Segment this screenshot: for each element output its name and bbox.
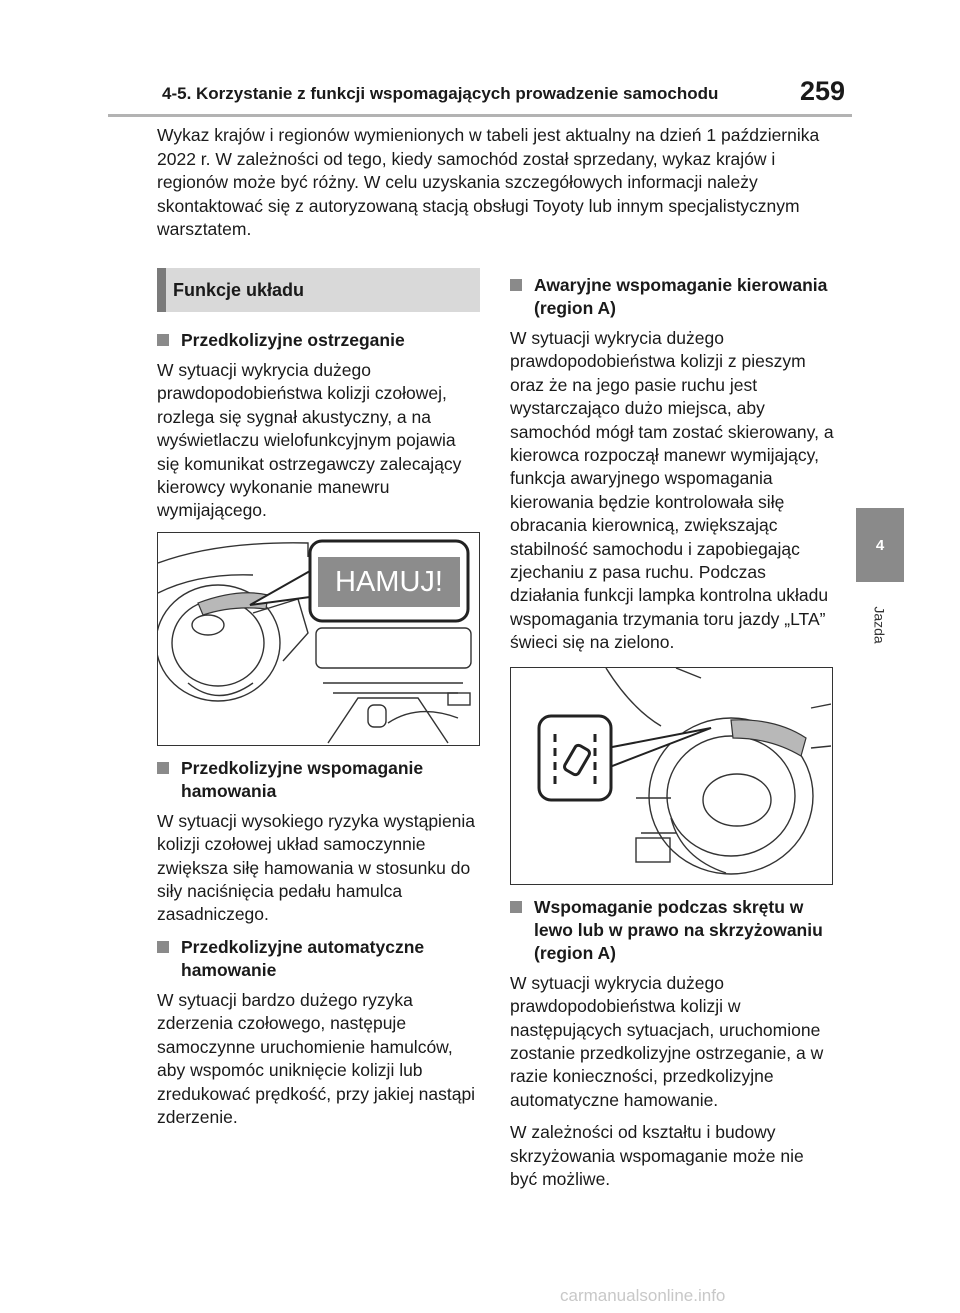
- bullet-square-icon: [510, 279, 522, 291]
- illustration-lta-indicator: [510, 666, 833, 885]
- subsection-heading-intersection-assist: Wspomaganie podczas skrętu w lewo lub w …: [510, 896, 835, 965]
- intro-paragraph: Wykaz krajów i regionów wymienionych w t…: [157, 125, 820, 239]
- page-number: 259: [800, 76, 846, 106]
- chapter-tab-number: 4: [875, 536, 885, 554]
- bullet-square-icon: [157, 940, 169, 953]
- subsection-heading-precollision-warning: Przedkolizyjne ostrzeganie: [157, 329, 480, 352]
- left-column: Funkcje układu Przedkolizyjne ostrzegani…: [157, 268, 480, 1138]
- paragraph-automatic-braking: W sytuacji bardzo dużego ryzyka zderzeni…: [157, 989, 476, 1127]
- header-divider: [108, 114, 852, 117]
- subsection-heading-text: Awaryjne wspomaganie kierowania (region …: [534, 275, 828, 318]
- paragraph-precollision-warning: W sytuacji wykrycia dużego prawdopodobie…: [157, 360, 462, 521]
- right-column: Awaryjne wspomaganie kierowania (region …: [510, 274, 835, 1200]
- paragraph-intersection-note: W zależności od kształtu i budowy skrzyż…: [510, 1122, 804, 1189]
- illustration-warning-display: HAMUJ!: [157, 531, 480, 746]
- lane-tracing-assist-icon: [553, 733, 597, 786]
- bullet-square-icon: [510, 900, 522, 913]
- subsection-heading-emergency-steering: Awaryjne wspomaganie kierowania (region …: [510, 274, 835, 320]
- subsection-heading-text: Przedkolizyjne wspomaganie hamowania: [181, 757, 424, 801]
- subsection-heading-automatic-braking: Przedkolizyjne automatyczne hamowanie: [157, 936, 480, 982]
- bullet-square-icon: [157, 761, 169, 774]
- subsection-heading-text: Przedkolizyjne ostrzeganie: [181, 330, 405, 350]
- paragraph-brake-assist: W sytuacji wysokiego ryzyka wystąpienia …: [157, 810, 476, 925]
- subsection-heading-brake-assist: Przedkolizyjne wspomaganie hamowania: [157, 757, 480, 803]
- subsection-heading-text: Przedkolizyjne automatyczne hamowanie: [181, 936, 425, 980]
- warning-message-text: HAMUJ!: [335, 566, 443, 598]
- watermark: carmanualsonline.info: [560, 1286, 726, 1305]
- chapter-tab-label: Jazda: [856, 588, 904, 662]
- subsection-heading-text: Wspomaganie podczas skrętu w lewo lub w …: [534, 896, 823, 963]
- paragraph-emergency-steering: W sytuacji wykrycia dużego prawdopodobie…: [510, 328, 834, 653]
- chapter-title: 4-5. Korzystanie z funkcji wspomagającyc…: [162, 84, 719, 103]
- bullet-square-icon: [157, 334, 169, 346]
- dashboard-warning-drawing: HAMUJ!: [158, 539, 472, 744]
- chapter-tab[interactable]: 4: [856, 508, 904, 582]
- section-heading: Funkcje układu: [157, 268, 480, 312]
- paragraph-intersection-assist: W sytuacji wykrycia dużego prawdopodobie…: [510, 972, 824, 1110]
- chapter-tab-label-text: Jazda: [871, 606, 888, 644]
- lta-indicator-drawing: [537, 667, 831, 875]
